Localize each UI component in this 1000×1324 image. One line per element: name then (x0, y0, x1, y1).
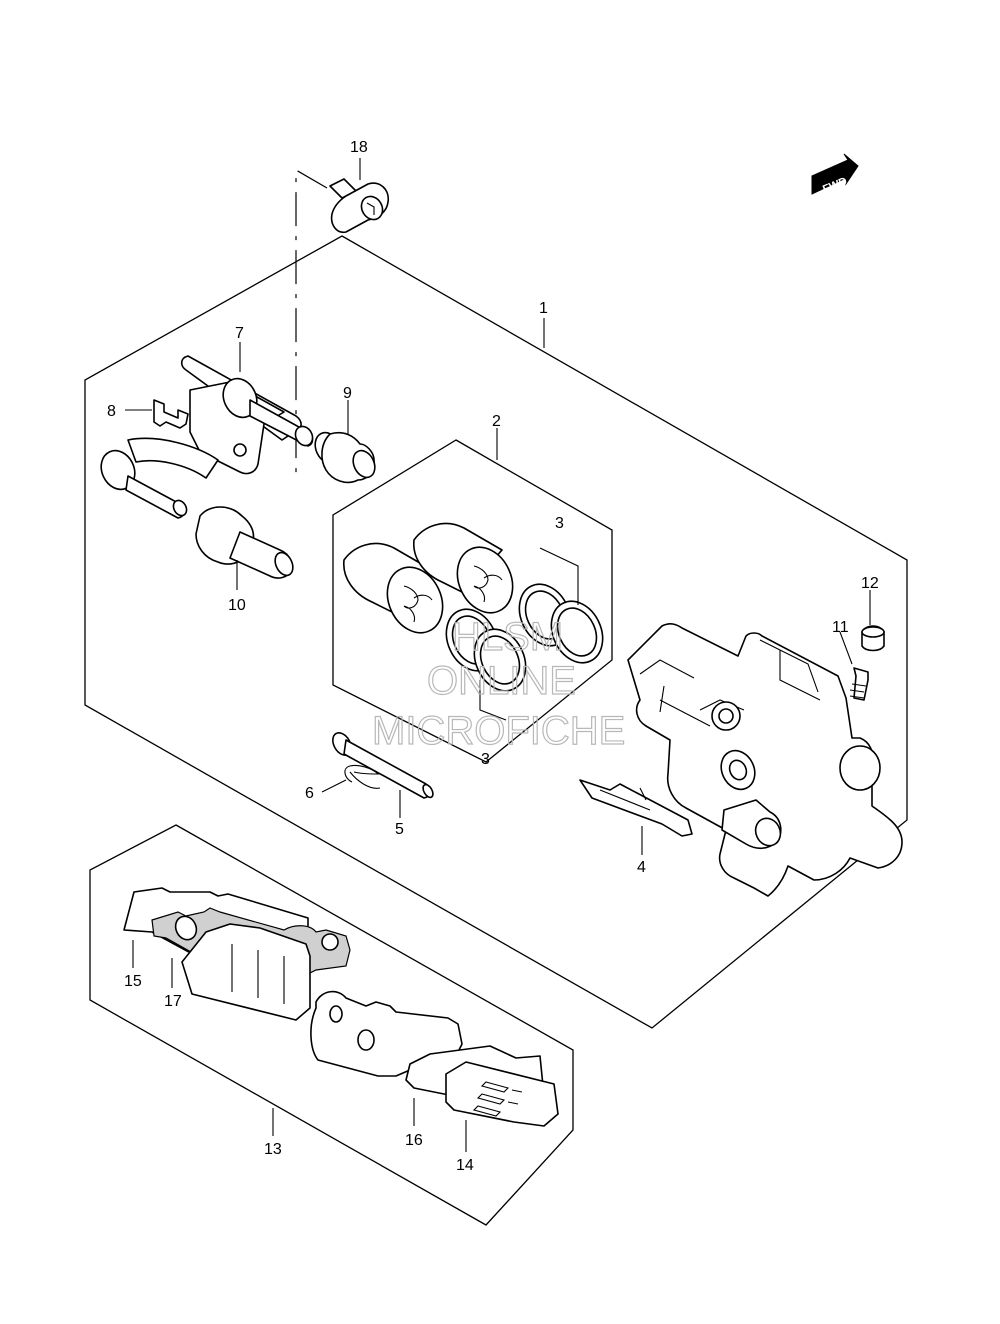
callout-3-lower: 3 (481, 751, 490, 768)
boot-9 (314, 431, 376, 484)
brake-pad-upper (181, 923, 311, 1021)
callout-7: 7 (235, 325, 244, 342)
brake-pad-lower (310, 990, 463, 1077)
callout-14: 14 (456, 1157, 474, 1174)
piston-2b (413, 522, 514, 614)
callout-8: 8 (107, 403, 116, 420)
callout-15: 15 (124, 973, 142, 990)
callout-9: 9 (343, 385, 352, 402)
pad-set-group-outline (89, 824, 574, 1226)
callout-10: 10 (228, 597, 246, 614)
callout-12: 12 (861, 575, 879, 592)
seal-3-right (518, 583, 604, 664)
callout-4: 4 (637, 859, 646, 876)
pad-spring-4 (579, 779, 693, 837)
callout-11: 11 (832, 619, 849, 636)
watermark-line-1: HLSM (452, 615, 563, 659)
shim-14 (445, 1061, 559, 1127)
watermark-line-2: ONLINE (427, 659, 576, 703)
callout-13: 13 (264, 1141, 282, 1158)
boot-10 (195, 506, 294, 579)
bleeder-screw-11 (849, 667, 869, 701)
bolt-alignment-line (295, 168, 328, 475)
slide-pin-lower (100, 437, 219, 519)
leader-lines (125, 158, 871, 1152)
piston-kit-group-outline (332, 439, 613, 763)
pin-5 (332, 732, 434, 799)
callout-3-upper: 3 (555, 515, 564, 532)
callout-18: 18 (350, 139, 368, 156)
seal-3-bracket-line (539, 547, 579, 605)
callout-5: 5 (395, 821, 404, 838)
clip-8 (153, 399, 189, 429)
callout-17: 17 (164, 993, 182, 1010)
slide-pin-bracket-7 (180, 355, 314, 475)
caliper-assembly-group-outline (84, 235, 908, 1029)
watermark-line-3: MICROFICHE (372, 709, 625, 753)
seal-3-left (445, 608, 527, 692)
watermark: HLSM ONLINE MICROFICHE (371, 614, 626, 753)
callout-6: 6 (305, 785, 314, 802)
caliper-body (627, 623, 903, 897)
seal-3-bracket-line-lower (479, 680, 507, 721)
clip-6 (344, 764, 381, 789)
bleeder-cap-12 (861, 625, 885, 652)
piston-2a (343, 542, 444, 634)
callout-2: 2 (492, 413, 501, 430)
fwd-direction-badge: FWD (811, 153, 859, 196)
callout-1: 1 (539, 300, 548, 317)
bolt-18 (329, 178, 390, 234)
callout-16: 16 (405, 1132, 423, 1149)
